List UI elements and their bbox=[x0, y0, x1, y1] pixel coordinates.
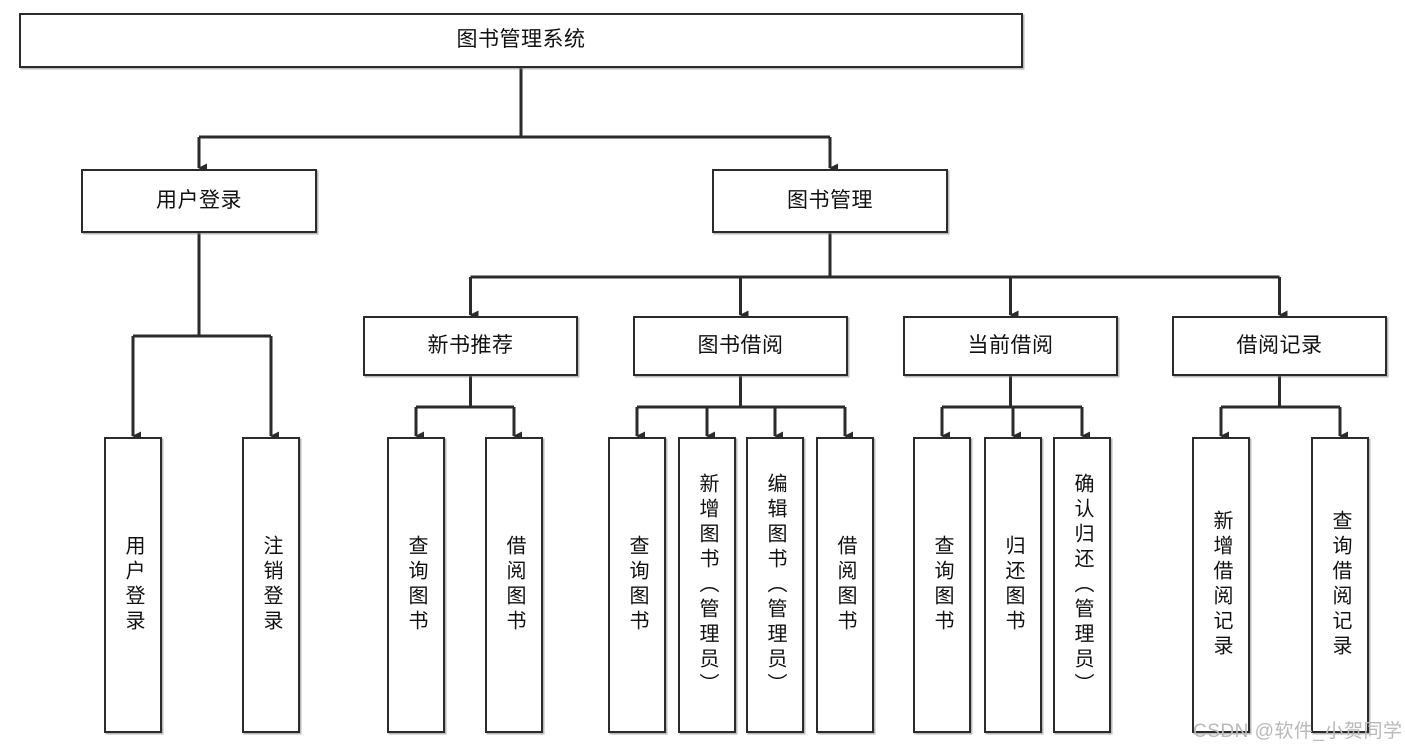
node-leaf-query-book-1[interactable]: 查询图书 bbox=[387, 437, 445, 733]
node-leaf-add-record[interactable]: 新增借阅记录 bbox=[1192, 437, 1250, 733]
node-current-borrow[interactable]: 当前借阅 bbox=[903, 316, 1118, 376]
node-label: 图书借阅 bbox=[697, 333, 784, 357]
node-label: 借阅图书 bbox=[834, 535, 856, 635]
node-label: 新增图书（管理员） bbox=[696, 472, 718, 698]
node-label: 注销登录 bbox=[260, 535, 282, 635]
node-leaf-return-book[interactable]: 归还图书 bbox=[984, 437, 1042, 733]
node-leaf-query-record[interactable]: 查询借阅记录 bbox=[1311, 437, 1369, 733]
node-label: 查询借阅记录 bbox=[1329, 510, 1351, 660]
node-label: 当前借阅 bbox=[967, 333, 1054, 357]
node-label: 用户登录 bbox=[156, 188, 242, 212]
node-label: 借阅图书 bbox=[503, 535, 525, 635]
node-leaf-confirm-return[interactable]: 确认归还（管理员） bbox=[1053, 437, 1111, 733]
node-label: 图书管理系统 bbox=[456, 28, 586, 52]
node-label: 图书管理 bbox=[787, 188, 873, 212]
node-label: 用户登录 bbox=[122, 535, 144, 635]
node-label: 确认归还（管理员） bbox=[1071, 472, 1093, 698]
node-leaf-borrow-book-1[interactable]: 借阅图书 bbox=[485, 437, 543, 733]
node-root[interactable]: 图书管理系统 bbox=[19, 13, 1023, 68]
node-borrow-record[interactable]: 借阅记录 bbox=[1172, 316, 1387, 376]
node-user-login[interactable]: 用户登录 bbox=[81, 169, 317, 233]
node-leaf-query-book-2[interactable]: 查询图书 bbox=[608, 437, 666, 733]
node-label: 查询图书 bbox=[405, 535, 427, 635]
node-leaf-edit-book[interactable]: 编辑图书（管理员） bbox=[746, 437, 804, 733]
node-new-book-rec[interactable]: 新书推荐 bbox=[363, 316, 578, 376]
node-label: 新书推荐 bbox=[427, 333, 514, 357]
node-label: 查询图书 bbox=[626, 535, 648, 635]
node-book-borrow[interactable]: 图书借阅 bbox=[633, 316, 848, 376]
node-leaf-add-book[interactable]: 新增图书（管理员） bbox=[678, 437, 736, 733]
connector-lines bbox=[131, 68, 1348, 441]
node-leaf-borrow-book-2[interactable]: 借阅图书 bbox=[816, 437, 874, 733]
node-book-manage[interactable]: 图书管理 bbox=[712, 169, 948, 233]
node-label: 借阅记录 bbox=[1236, 333, 1323, 357]
node-label: 新增借阅记录 bbox=[1210, 510, 1232, 660]
node-label: 查询图书 bbox=[931, 535, 953, 635]
node-leaf-logout[interactable]: 注销登录 bbox=[242, 437, 300, 733]
node-leaf-query-book-3[interactable]: 查询图书 bbox=[913, 437, 971, 733]
node-label: 编辑图书（管理员） bbox=[764, 472, 786, 698]
node-label: 归还图书 bbox=[1002, 535, 1024, 635]
node-leaf-user-login[interactable]: 用户登录 bbox=[104, 437, 162, 733]
